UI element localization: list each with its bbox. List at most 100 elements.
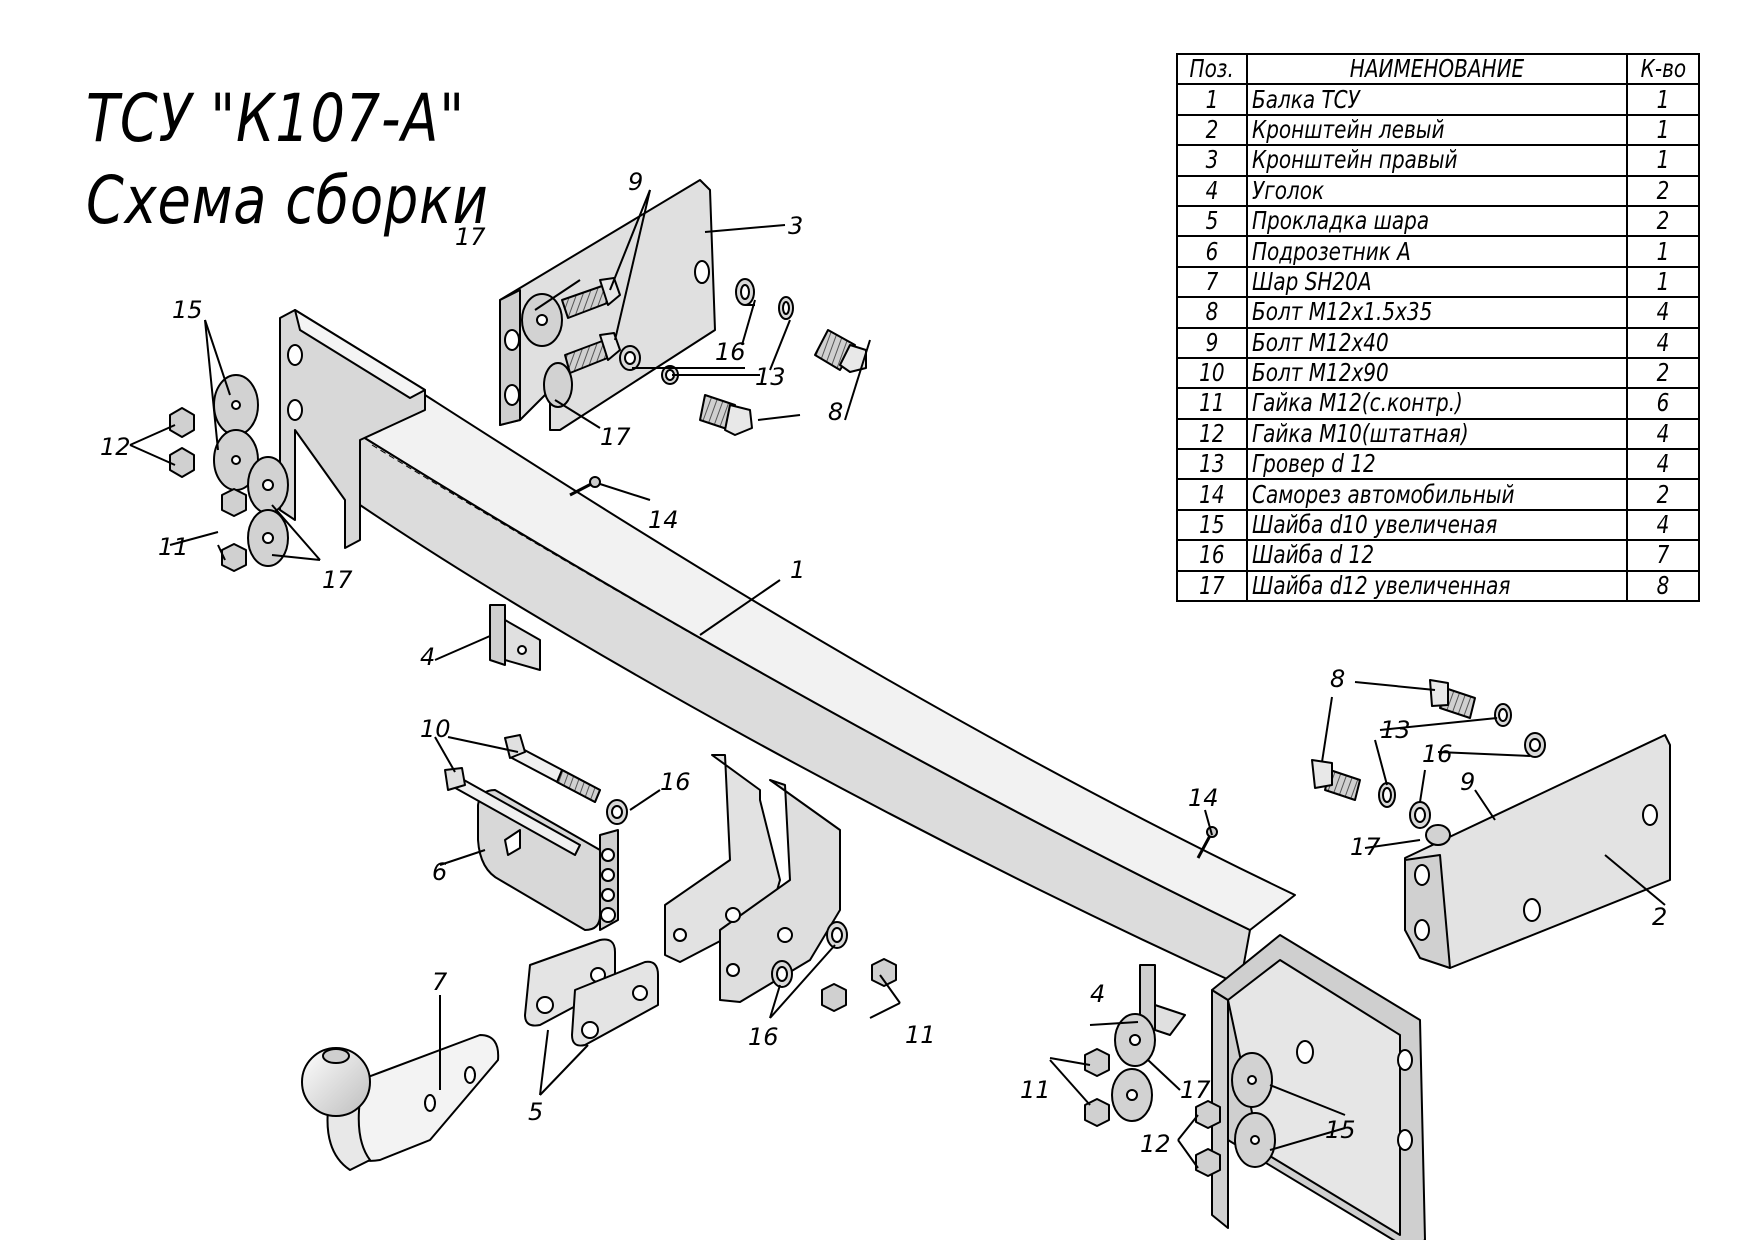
row-position: 7 xyxy=(1176,265,1248,299)
row-name: Болт М12х90 xyxy=(1246,356,1628,390)
callout-16-center: 16 xyxy=(660,768,691,796)
row-quantity: 4 xyxy=(1626,417,1700,451)
bolts-m12x40-top xyxy=(561,277,621,374)
beam-tsu xyxy=(359,394,1296,986)
row-position: 4 xyxy=(1176,174,1248,207)
callout-13-right: 13 xyxy=(1380,716,1411,744)
row-name: Прокладка шара xyxy=(1246,204,1628,238)
header-position: Поз. xyxy=(1176,52,1248,86)
beam-left-end-plate xyxy=(279,309,426,549)
angle-bracket-right xyxy=(1139,964,1186,1036)
callout-12-right: 12 xyxy=(1140,1130,1171,1158)
row-name: Уголок xyxy=(1246,174,1628,207)
row-quantity: 7 xyxy=(1626,539,1700,572)
callout-17-mid: 17 xyxy=(600,423,631,451)
angle-bracket-left xyxy=(489,604,541,671)
callout-8-top: 8 xyxy=(828,398,843,426)
row-name: Гровер d 12 xyxy=(1246,448,1628,481)
row-name: Гайка М10(штатная) xyxy=(1246,417,1628,451)
row-name: Гайка М12(с.контр.) xyxy=(1246,387,1628,420)
row-position: 9 xyxy=(1176,326,1248,359)
callout-9-top: 9 xyxy=(628,168,643,196)
row-name: Болт М12х40 xyxy=(1246,326,1628,359)
callout-16-top: 16 xyxy=(715,338,746,366)
row-position: 16 xyxy=(1176,539,1248,572)
callout-11-left: 11 xyxy=(158,533,189,561)
row-name: Кронштейн левый xyxy=(1246,113,1628,147)
callout-11-right: 11 xyxy=(1020,1076,1051,1104)
row-position: 17 xyxy=(1176,569,1248,603)
bolt-m12x1.5x35-top xyxy=(814,329,867,373)
bolt-m12x1.5x35-mid xyxy=(699,394,753,436)
callout-11-center: 11 xyxy=(905,1021,936,1049)
callout-13-top: 13 xyxy=(755,363,786,391)
row-position: 14 xyxy=(1176,478,1248,511)
row-name: Кронштейн правый xyxy=(1246,144,1628,177)
callout-4-right: 4 xyxy=(1090,980,1105,1008)
callout-14-top: 14 xyxy=(648,506,679,534)
row-name: Шайба d12 увеличенная xyxy=(1246,569,1628,603)
row-position: 10 xyxy=(1176,356,1248,390)
row-position: 11 xyxy=(1176,387,1248,420)
bolts-m12x1.5x35-right xyxy=(1311,679,1476,801)
callout-7: 7 xyxy=(432,968,448,996)
beam-right-end-plate xyxy=(1211,934,1426,1240)
row-quantity: 4 xyxy=(1626,448,1700,481)
ball-mount-plates xyxy=(664,754,841,1003)
row-name: Шар SH20A xyxy=(1246,265,1628,299)
callout-8-right: 8 xyxy=(1330,665,1345,693)
callout-labels: 1 2 3 4 4 5 6 7 8 8 9 9 10 11 11 11 12 1… xyxy=(100,168,1667,1158)
row-position: 1 xyxy=(1176,83,1248,116)
row-name: Балка ТСУ xyxy=(1246,83,1628,116)
row-name: Шайба d10 увеличеная xyxy=(1246,508,1628,542)
bracket-left-part2 xyxy=(1404,734,1671,969)
callout-2: 2 xyxy=(1652,903,1667,931)
callout-16-lower: 16 xyxy=(748,1023,779,1051)
washers-left xyxy=(213,293,573,567)
row-quantity: 1 xyxy=(1626,265,1700,299)
row-quantity: 1 xyxy=(1626,83,1700,116)
callout-17-right: 17 xyxy=(1180,1076,1211,1104)
row-name: Саморез автомобильный xyxy=(1246,478,1628,511)
callout-15-left: 15 xyxy=(172,296,203,324)
row-position: 6 xyxy=(1176,235,1248,268)
row-quantity: 1 xyxy=(1626,235,1700,268)
row-quantity: 4 xyxy=(1626,296,1700,329)
row-name: Болт М12х1.5х35 xyxy=(1246,296,1628,329)
row-position: 13 xyxy=(1176,448,1248,481)
row-position: 5 xyxy=(1176,204,1248,238)
drawing-subtitle: Схема сборки xyxy=(86,162,489,239)
row-quantity: 4 xyxy=(1626,508,1700,542)
row-quantity: 2 xyxy=(1626,356,1700,390)
row-name: Шайба d 12 xyxy=(1246,539,1628,572)
callout-15-right: 15 xyxy=(1325,1116,1356,1144)
nuts xyxy=(169,407,1221,1177)
callout-10: 10 xyxy=(420,715,451,743)
row-position: 12 xyxy=(1176,417,1248,451)
row-quantity: 2 xyxy=(1626,204,1700,238)
row-quantity: 4 xyxy=(1626,326,1700,359)
header-name: НАИМЕНОВАНИЕ xyxy=(1246,52,1628,86)
callout-12-left: 12 xyxy=(100,433,131,461)
callout-17-left: 17 xyxy=(322,566,353,594)
callout-16-right: 16 xyxy=(1422,740,1453,768)
drawing-title: ТСУ "К107-А" xyxy=(86,80,465,157)
callout-14-right: 14 xyxy=(1188,784,1219,812)
row-quantity: 6 xyxy=(1626,387,1700,420)
row-position: 15 xyxy=(1176,508,1248,542)
